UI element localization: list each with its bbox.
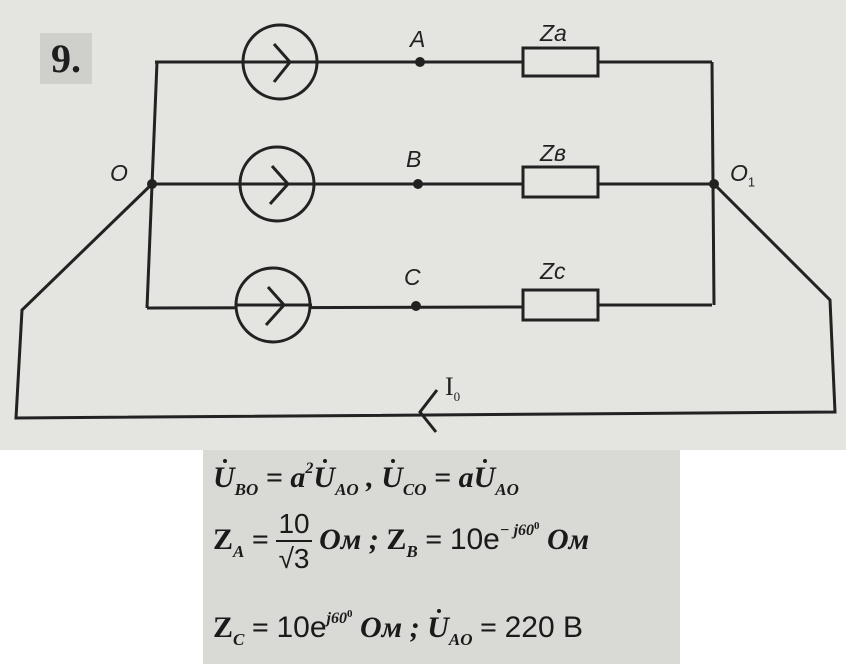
z-b-value: 10e — [449, 522, 500, 556]
node-a-dot — [415, 57, 425, 67]
u-bo: U — [213, 459, 235, 494]
impedance-za — [521, 46, 600, 78]
a-operator: a — [458, 461, 474, 494]
label-c: C — [404, 264, 421, 290]
eq: = — [258, 461, 291, 494]
z-b: Z — [386, 522, 407, 556]
current-arrow — [418, 389, 439, 433]
exponent: j60 — [326, 610, 347, 627]
u-ao-sub: AO — [335, 480, 359, 499]
label-zc: Zc — [540, 258, 566, 284]
node-o-dot — [147, 179, 157, 189]
u-ao-sub: AO — [448, 630, 473, 649]
label-o1-main: O — [730, 160, 748, 186]
u-bo-sub: BO — [234, 480, 259, 499]
u-ao-value: 220 B — [504, 611, 584, 644]
degree: 0 — [346, 608, 353, 620]
label-za: Za — [540, 20, 567, 46]
unit: Ом ; — [352, 611, 428, 644]
label-o1: O1 — [730, 160, 755, 190]
a-sup: 2 — [305, 460, 314, 477]
arrow-b — [268, 165, 291, 206]
eq: = — [244, 522, 277, 556]
impedance-zc — [521, 288, 600, 322]
arrow-a — [272, 43, 292, 83]
formula-line-3: ZC = 10ej600 Ом ; UAO = 220 B — [213, 608, 583, 650]
u-ao: U — [473, 459, 496, 494]
circuit-wires — [14, 23, 837, 433]
z-b-sub: B — [406, 541, 418, 561]
eq: = — [472, 611, 505, 644]
u-ao-sub: AO — [495, 480, 519, 499]
label-b: B — [406, 146, 422, 172]
current-symbol: I — [445, 372, 454, 401]
unit: Ом — [539, 522, 590, 556]
circuit-diagram: 9. — [0, 0, 846, 450]
denominator: √3 — [278, 543, 310, 574]
arrow-c — [264, 286, 287, 327]
formula-line-1: UBO = a2UAO , UCO = aUAO — [213, 459, 519, 500]
z-c-sub: C — [233, 630, 245, 649]
label-current: I0 — [445, 372, 460, 405]
impedance-zb — [521, 165, 600, 199]
z-a-sub: A — [233, 541, 245, 561]
label-a: A — [410, 26, 426, 52]
degree: 0 — [534, 519, 540, 532]
label-o: O — [110, 160, 128, 186]
label-o1-sub: 1 — [747, 174, 756, 190]
sep: , — [358, 461, 382, 494]
given-data: UBO = a2UAO , UCO = aUAO ZA = 10√3 Ом ; … — [203, 450, 680, 664]
node-c-dot — [411, 301, 421, 311]
u-ao: U — [427, 609, 449, 644]
eq: = — [426, 461, 459, 494]
node-o1-dot — [709, 179, 719, 189]
u-co-sub: CO — [402, 480, 427, 499]
current-sub: 0 — [453, 389, 461, 405]
neutral-wire — [14, 182, 837, 420]
u-co: U — [381, 459, 403, 494]
eq: = — [417, 522, 450, 556]
wire-c — [146, 305, 524, 310]
z-a: Z — [213, 522, 234, 556]
z-c-value: 10e — [276, 611, 327, 644]
label-zb: Zв — [540, 140, 567, 166]
fraction: 10√3 — [276, 508, 312, 576]
formula-line-2: ZA = 10√3 Ом ; ZB = 10e− j600 Ом — [213, 508, 589, 576]
u-ao: U — [313, 459, 336, 494]
unit: Ом ; — [311, 522, 387, 556]
eq: = — [244, 611, 277, 644]
exponent: − j60 — [499, 521, 535, 539]
a-operator: a — [290, 461, 306, 494]
z-c: Z — [213, 611, 234, 644]
problem-number: 9. — [40, 33, 92, 84]
node-b-dot — [413, 179, 423, 189]
numerator: 10 — [276, 508, 312, 542]
